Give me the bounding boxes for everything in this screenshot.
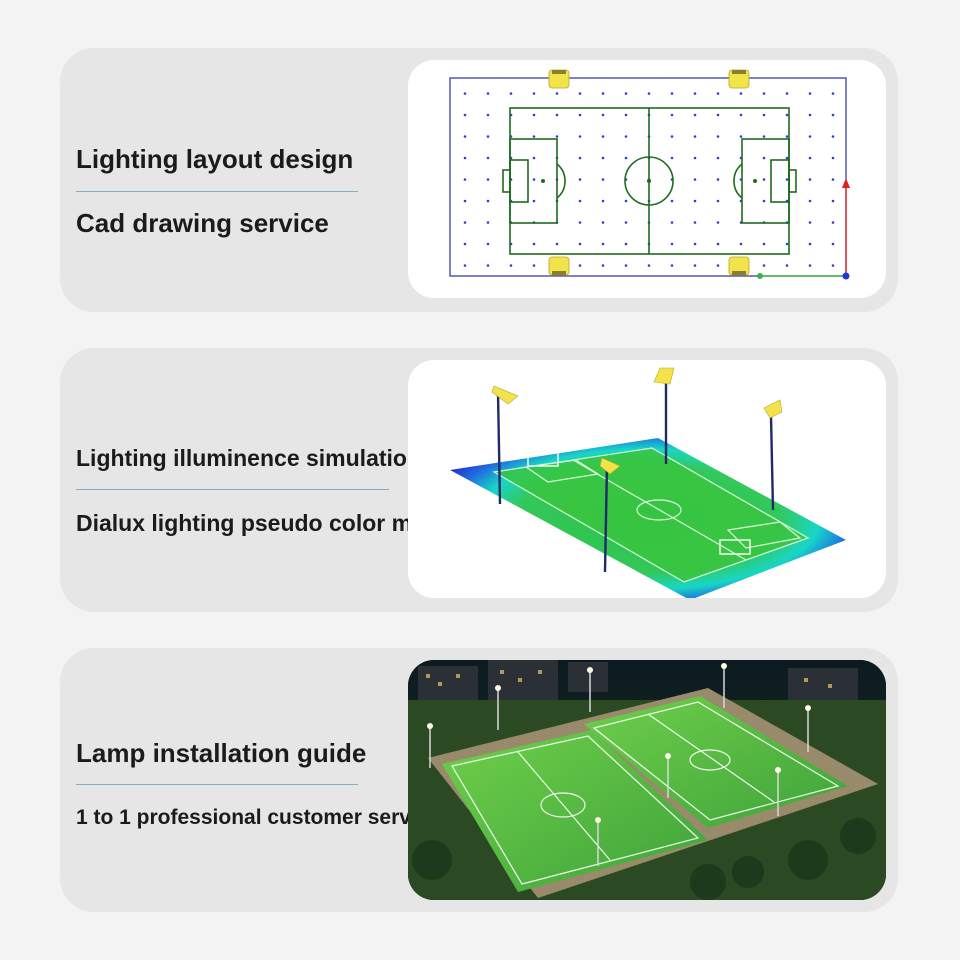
section-subtitle: 1 to 1 professional customer service bbox=[76, 806, 441, 829]
divider bbox=[76, 489, 389, 490]
section-title: Lighting layout design bbox=[76, 144, 354, 174]
section-card-illuminance-simulation: Lighting illuminence simulation Dialux l… bbox=[60, 348, 898, 612]
section-card-installation-guide: Lamp installation guide 1 to 1 professio… bbox=[60, 648, 898, 912]
section-subtitle: Dialux lighting pseudo color map bbox=[76, 510, 439, 536]
section-title: Lamp installation guide bbox=[76, 738, 367, 768]
divider bbox=[76, 784, 358, 785]
section-subtitle: Cad drawing service bbox=[76, 208, 329, 238]
divider bbox=[76, 191, 358, 192]
field-layout-cad-image bbox=[408, 60, 886, 298]
section-card-layout-design: Lighting layout design Cad drawing servi… bbox=[60, 48, 898, 312]
stadium-night-photo bbox=[408, 660, 886, 900]
section-title: Lighting illuminence simulation bbox=[76, 445, 422, 471]
floodlight-icon bbox=[491, 367, 783, 475]
illuminance-heatmap-image bbox=[408, 360, 886, 598]
